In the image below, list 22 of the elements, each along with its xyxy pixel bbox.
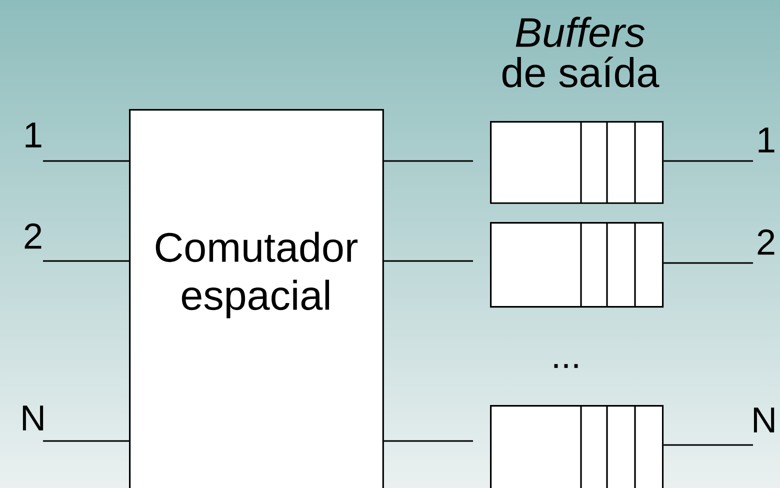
line: [664, 160, 754, 162]
buffer-queue: [490, 222, 664, 308]
line: [664, 262, 754, 264]
line: [384, 160, 473, 162]
port-number: 2: [758, 229, 774, 255]
buffer-queue: [490, 121, 664, 204]
line: [384, 440, 473, 442]
port-number: N: [754, 408, 774, 432]
port-number: 1: [758, 128, 774, 152]
heading: de saída: [502, 56, 660, 88]
port-number: 2: [24, 223, 42, 249]
port-number: 1: [26, 122, 42, 148]
ellipsis: ...: [554, 364, 578, 368]
line: [664, 444, 754, 446]
line: [43, 260, 129, 262]
buffer-queue: [490, 405, 664, 488]
line: [43, 160, 129, 162]
line: [43, 440, 129, 442]
switch-box: Comutador espacial: [129, 109, 384, 488]
port-number: N: [22, 406, 44, 430]
heading: Buffers: [516, 16, 645, 48]
line: [384, 260, 473, 262]
